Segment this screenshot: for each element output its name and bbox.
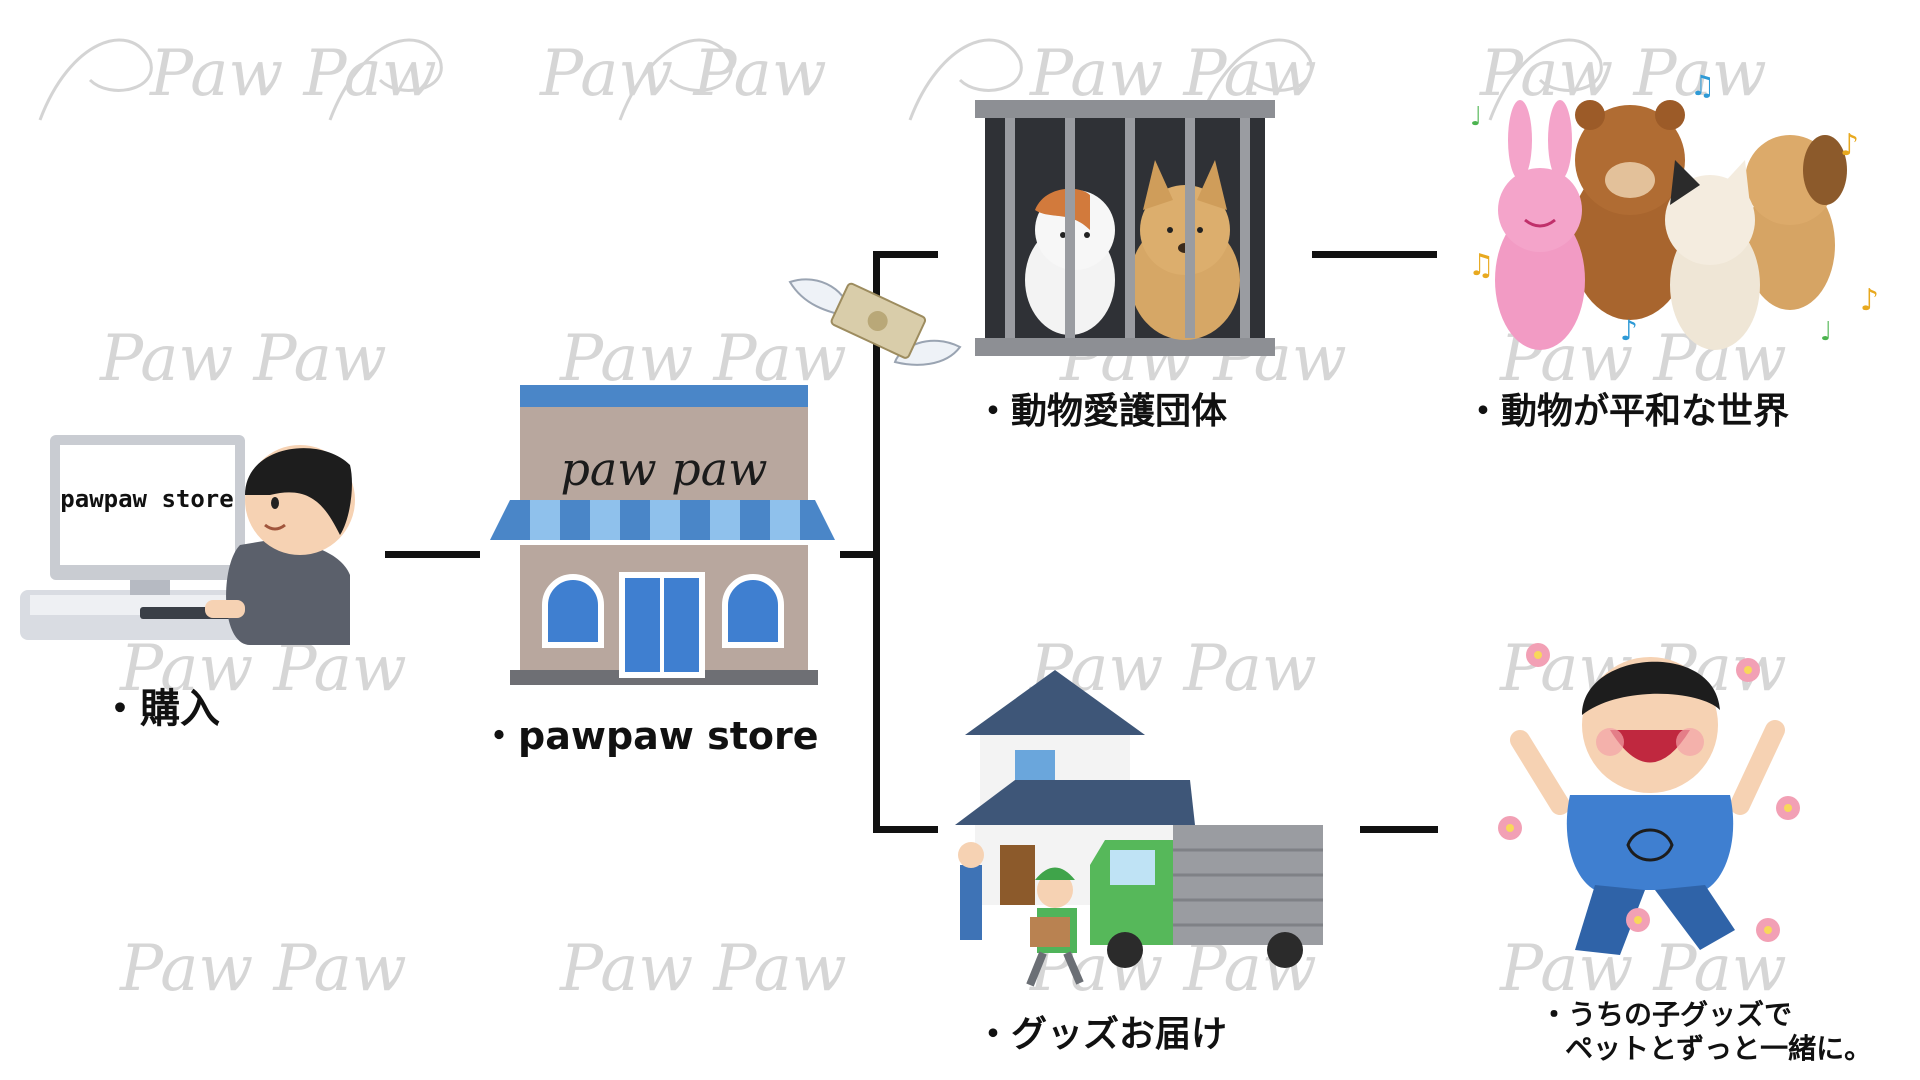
flying-money-icon [788,278,962,366]
music-note-icon: ♪ [1620,314,1638,347]
music-note-icon: ♩ [1470,102,1482,132]
label-delivery: ・グッズお届け [975,1014,1228,1055]
store-illustration: paw paw [490,385,835,685]
connector-branch-shelter [873,251,938,258]
watermark-text: Paw Paw [149,37,437,111]
connector-branch-delivery [873,826,938,833]
label-happy-owner-line2: ペットとずっと一緒に。 [1565,1032,1873,1065]
monitor-screen-text: pawpaw store [60,485,233,513]
label-happy-owner-line1: ・うちの子グッズで [1540,998,1793,1031]
watermark-text: Paw Paw [539,37,827,111]
connector-shelter-world [1312,251,1437,258]
label-store: ・pawpaw store [480,714,819,758]
music-note-icon: ♫ [1690,69,1715,102]
watermark-text: Paw Paw [119,932,407,1006]
music-note-icon: ♪ [1860,283,1879,318]
shelter-cage-illustration [975,100,1275,356]
happy-owner-illustration [1510,657,1785,955]
connector-store-branch [840,551,880,558]
delivery-illustration [955,670,1323,987]
watermark-text: Paw Paw [99,322,387,396]
music-note-icon: ♩ [1820,317,1832,347]
label-shelter: ・動物愛護団体 [975,391,1228,432]
label-peaceful-world: ・動物が平和な世界 [1465,391,1790,432]
connector-vertical-branch [873,251,880,833]
music-note-icon: ♪ [1840,128,1859,163]
label-buyer: ・購入 [100,686,220,732]
music-note-icon: ♫ [1468,248,1495,283]
watermark-text: Paw Paw [559,932,847,1006]
connector-buyer-store [385,551,480,558]
buyer-illustration: pawpaw store [20,435,355,645]
flower-decorations [1498,643,1800,942]
happy-animals-illustration: ♪ ♪ ♫ ♫ ♪ ♩ ♩ [1468,69,1879,350]
connector-delivery-owner [1360,826,1438,833]
store-sign-text: paw paw [560,442,767,496]
